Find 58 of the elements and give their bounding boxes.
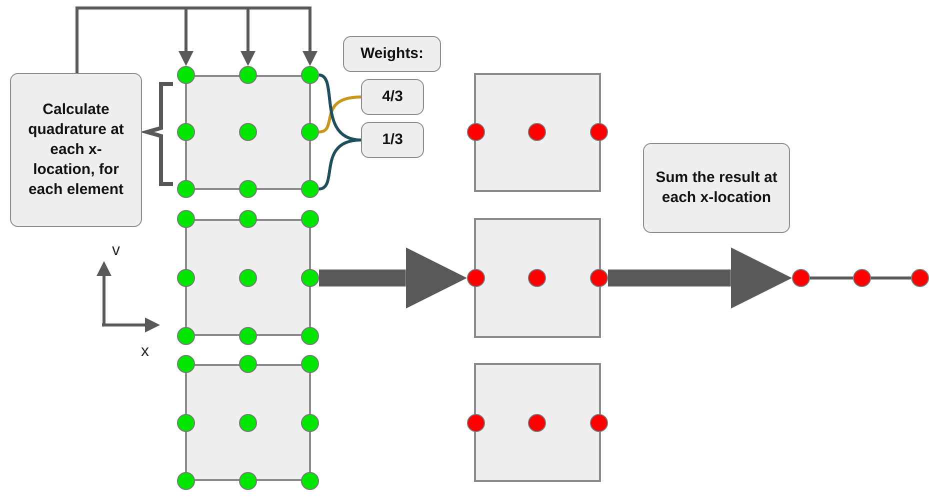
- arrow: [319, 247, 467, 309]
- point-marker: [177, 180, 195, 198]
- point-marker: [467, 123, 485, 141]
- point-marker: [177, 269, 195, 287]
- point-marker: [301, 180, 319, 198]
- point-marker: [301, 269, 319, 287]
- element-square: [474, 218, 601, 338]
- point-marker: [177, 210, 195, 228]
- point-marker: [590, 414, 608, 432]
- point-marker: [301, 123, 319, 141]
- text-box: Sum the result at each x-location: [643, 143, 790, 233]
- point-marker: [177, 472, 195, 490]
- point-marker: [177, 66, 195, 84]
- element-square: [474, 73, 601, 192]
- point-marker: [301, 210, 319, 228]
- point-marker: [239, 414, 257, 432]
- arrow: [608, 247, 792, 309]
- point-marker: [301, 327, 319, 345]
- point-marker: [239, 123, 257, 141]
- point-marker: [239, 327, 257, 345]
- point-marker: [467, 269, 485, 287]
- arrow: [76, 6, 318, 73]
- point-marker: [177, 414, 195, 432]
- point-marker: [301, 355, 319, 373]
- point-marker: [177, 123, 195, 141]
- point-marker: [239, 210, 257, 228]
- point-marker: [301, 472, 319, 490]
- axis-label: v: [112, 242, 120, 260]
- element-square: [185, 364, 311, 481]
- point-marker: [301, 414, 319, 432]
- point-marker: [528, 123, 546, 141]
- text-box: 1/3: [361, 122, 424, 158]
- axis-label: x: [141, 343, 149, 361]
- element-square: [185, 219, 311, 336]
- point-marker: [528, 414, 546, 432]
- point-marker: [590, 269, 608, 287]
- point-marker: [853, 269, 871, 287]
- point-marker: [239, 269, 257, 287]
- connector-line: [810, 276, 853, 280]
- point-marker: [177, 327, 195, 345]
- text-box: Weights:: [343, 36, 441, 72]
- point-marker: [590, 123, 608, 141]
- connector-line: [871, 276, 911, 280]
- point-marker: [239, 180, 257, 198]
- leader-line: [318, 96, 362, 134]
- point-marker: [301, 66, 319, 84]
- point-marker: [528, 269, 546, 287]
- text-box: 4/3: [361, 79, 424, 115]
- point-marker: [911, 269, 929, 287]
- point-marker: [239, 472, 257, 490]
- point-marker: [792, 269, 810, 287]
- point-marker: [239, 355, 257, 373]
- element-square: [185, 75, 311, 190]
- point-marker: [239, 66, 257, 84]
- text-box: Calculate quadrature at each x-location, for each element: [10, 73, 142, 227]
- point-marker: [177, 355, 195, 373]
- element-square: [474, 363, 601, 482]
- point-marker: [467, 414, 485, 432]
